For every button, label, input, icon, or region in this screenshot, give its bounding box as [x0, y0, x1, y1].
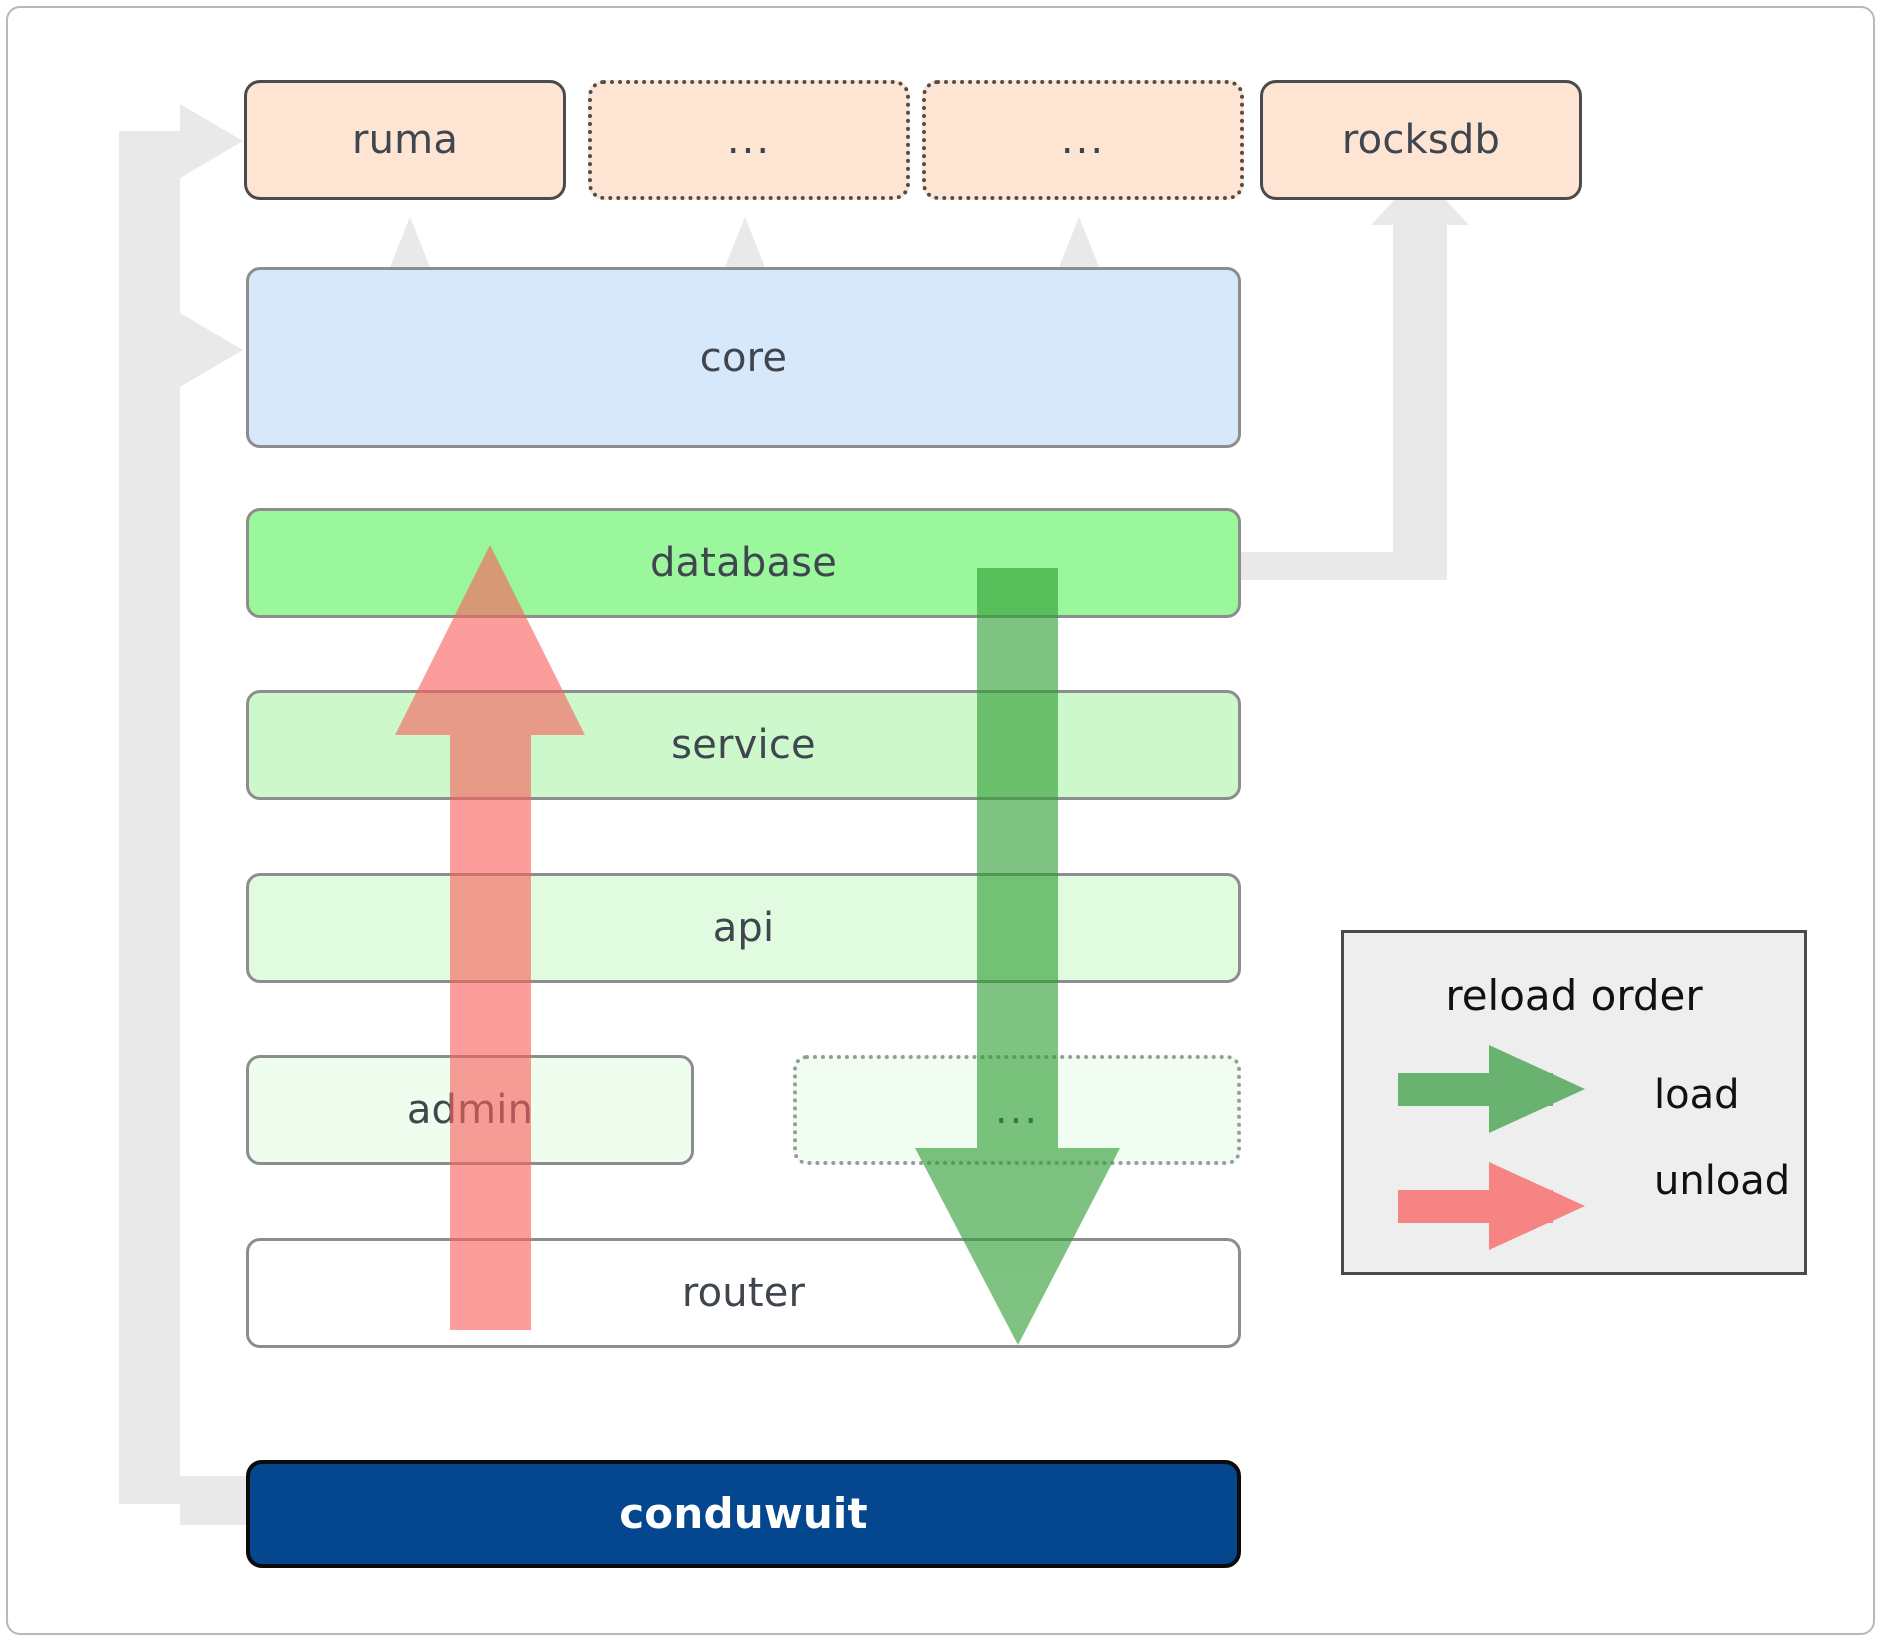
- layer-label-database: database: [649, 540, 838, 586]
- dependency-label-rocksdb: rocksdb: [1341, 117, 1501, 163]
- dependency-label-ellipsis-1: ...: [726, 117, 772, 163]
- legend-title: reload order: [1445, 971, 1703, 1020]
- dependency-label-ruma: ruma: [351, 117, 459, 163]
- layer-box-database[interactable]: database: [246, 508, 1241, 618]
- layer-box-ellipsis[interactable]: ...: [793, 1055, 1241, 1165]
- legend-label-unload: unload: [1654, 1158, 1791, 1204]
- layer-box-core[interactable]: core: [246, 267, 1241, 448]
- dependency-box-ellipsis-2[interactable]: ...: [922, 80, 1244, 200]
- dependency-box-ellipsis-1[interactable]: ...: [588, 80, 910, 200]
- layer-label-router: router: [681, 1270, 806, 1316]
- layer-box-service[interactable]: service: [246, 690, 1241, 800]
- dependency-box-ruma[interactable]: ruma: [244, 80, 566, 200]
- layer-label-api: api: [712, 905, 775, 951]
- dependency-box-rocksdb[interactable]: rocksdb: [1260, 80, 1582, 200]
- layer-label-admin: admin: [406, 1087, 534, 1133]
- binary-box-conduwuit[interactable]: conduwuit: [246, 1460, 1241, 1568]
- diagram-frame: [6, 6, 1875, 1635]
- layer-label-core: core: [699, 334, 788, 381]
- layer-label-service: service: [671, 722, 816, 768]
- layer-label-ellipsis: ...: [994, 1087, 1040, 1133]
- dependency-label-ellipsis-2: ...: [1060, 117, 1106, 163]
- layer-box-admin[interactable]: admin: [246, 1055, 694, 1165]
- legend-label-load: load: [1654, 1072, 1740, 1118]
- binary-label-conduwuit: conduwuit: [619, 1489, 868, 1538]
- layer-box-router[interactable]: router: [246, 1238, 1241, 1348]
- layer-box-api[interactable]: api: [246, 873, 1241, 983]
- legend-panel: reload order load unload: [1341, 930, 1807, 1275]
